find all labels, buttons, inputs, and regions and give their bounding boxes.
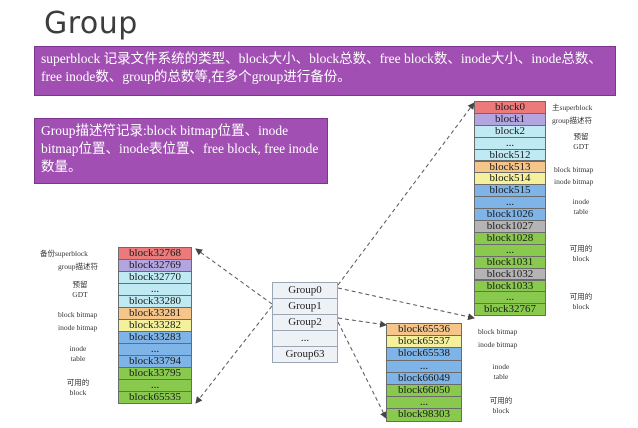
group-item: Group2 (272, 314, 338, 331)
label-inode: inode (572, 197, 590, 206)
label-gdt: GDT (573, 142, 589, 151)
label-available: 可用的 (489, 396, 513, 405)
label-main-superblock: 主superblock (552, 103, 593, 112)
block-cell: block1032 (474, 267, 546, 281)
block-cell: ... (386, 359, 462, 373)
group-item: Group63 (272, 346, 338, 363)
group-item: ... (272, 330, 338, 347)
label-inode: inode (492, 362, 510, 371)
block-cell: block65538 (386, 347, 462, 361)
block-cell: block65537 (386, 335, 462, 349)
label-block: block (69, 388, 87, 397)
label-inode: inode (69, 344, 87, 353)
label-available: 可用的 (66, 378, 90, 387)
block-cell: block98303 (386, 408, 462, 422)
label-inode-bitmap: inode bitmap (554, 177, 594, 186)
group-item: Group0 (272, 282, 338, 299)
block-cell: ... (386, 396, 462, 410)
label-block-bitmap: block bitmap (554, 165, 594, 174)
label-table: table (70, 354, 86, 363)
group-item: Group1 (272, 298, 338, 315)
connector-group0-top (337, 102, 475, 286)
group-descriptor-note: Group描述符记录:block bitmap位置、inode bitmap位置… (34, 118, 328, 184)
label-inode-bitmap: inode bitmap (478, 340, 518, 349)
label-reserved: 预留 (72, 280, 88, 289)
connector-group2-bottom (337, 321, 387, 419)
label-table: table (493, 372, 509, 381)
connector-group1-top (195, 248, 273, 305)
label-block: block (572, 254, 590, 263)
connector-group0-bottom (337, 287, 475, 321)
label-block-bitmap: block bitmap (478, 327, 518, 336)
label-block: block (492, 406, 510, 415)
label-table: table (573, 207, 589, 216)
label-group-descriptor: group描述符 (552, 116, 592, 125)
label-reserved: 预留 (573, 132, 589, 141)
block-cell: block66049 (386, 371, 462, 385)
label-block: block (572, 302, 590, 311)
label-block-bitmap: block bitmap (58, 310, 98, 319)
connector-group2-top (337, 317, 387, 328)
label-backup-superblock: 备份superblock (40, 249, 88, 258)
page-title: Group (44, 6, 138, 41)
superblock-note: superblock 记录文件系统的类型、block大小、block总数、fre… (34, 46, 616, 96)
label-gdt: GDT (72, 290, 88, 299)
label-inode-bitmap: inode bitmap (58, 323, 98, 332)
label-available: 可用的 (569, 292, 593, 301)
label-group-descriptor: group描述符 (58, 262, 98, 271)
block-cell: block32767 (474, 303, 546, 317)
connector-group1-bottom (195, 305, 273, 404)
block-cell: block65535 (118, 391, 192, 404)
label-available: 可用的 (569, 244, 593, 253)
